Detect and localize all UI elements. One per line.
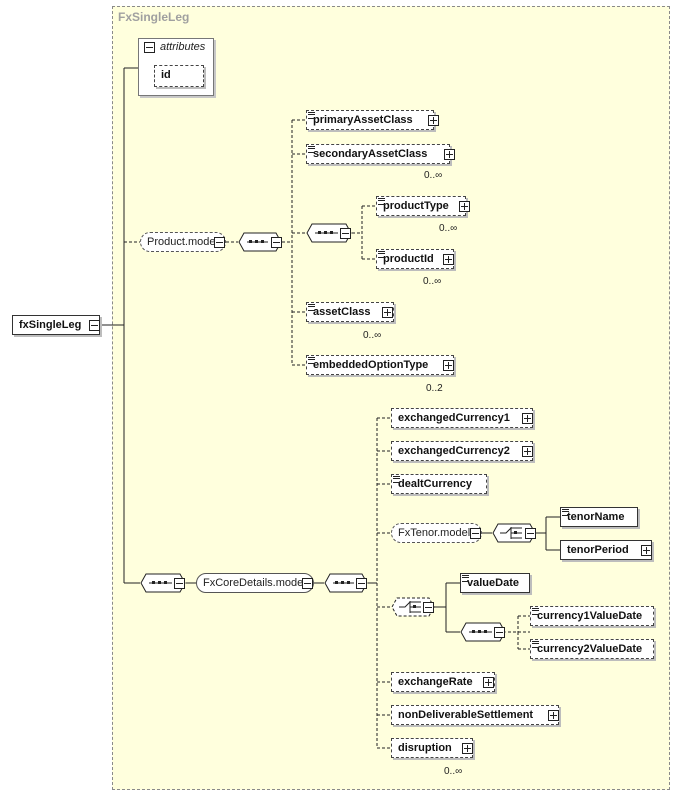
element-label: productId: [383, 253, 434, 265]
collapse-icon[interactable]: [302, 578, 313, 589]
element-label: currency2ValueDate: [537, 643, 643, 655]
element-asset-class[interactable]: assetClass: [306, 302, 394, 322]
element-label: tenorName: [567, 511, 625, 523]
element-label: exchangeRate: [398, 676, 473, 688]
occurrence-label: 0..∞: [363, 330, 382, 341]
element-embedded-option-type[interactable]: embeddedOptionType: [306, 355, 454, 375]
element-label: assetClass: [313, 306, 371, 318]
element-secondary-asset-class[interactable]: secondaryAssetClass: [306, 144, 450, 164]
expand-icon[interactable]: [444, 149, 455, 160]
attribute-id[interactable]: id: [154, 65, 204, 87]
element-currency1-value-date[interactable]: currency1ValueDate: [530, 606, 654, 626]
root-element-label: fxSingleLeg: [19, 319, 82, 331]
group-fx-tenor-label: FxTenor.model: [398, 527, 471, 539]
expand-icon[interactable]: [382, 307, 393, 318]
element-exchanged-currency1[interactable]: exchangedCurrency1: [391, 408, 533, 428]
element-product-id[interactable]: productId: [376, 249, 454, 269]
element-label: valueDate: [467, 577, 519, 589]
element-label: nonDeliverableSettlement: [398, 709, 534, 721]
annotation-icon: [308, 112, 315, 119]
annotation-icon: [562, 509, 569, 516]
group-fx-tenor-model[interactable]: FxTenor.model: [391, 523, 482, 543]
element-label: secondaryAssetClass: [313, 148, 428, 160]
annotation-icon: [378, 251, 385, 258]
group-fx-core-details-label: FxCoreDetails.model: [203, 577, 306, 589]
sequence-compositor-icon: [238, 232, 282, 252]
element-currency2-value-date[interactable]: currency2ValueDate: [530, 639, 654, 659]
expand-icon[interactable]: [443, 360, 454, 371]
frame-title: FxSingleLeg: [118, 10, 190, 24]
expand-icon[interactable]: [459, 201, 470, 212]
element-label: productType: [383, 200, 449, 212]
element-primary-asset-class[interactable]: primaryAssetClass: [306, 110, 434, 130]
element-label: tenorPeriod: [567, 544, 629, 556]
collapse-icon[interactable]: [470, 528, 481, 539]
collapse-icon[interactable]: [214, 237, 225, 248]
expand-icon[interactable]: [462, 743, 473, 754]
occurrence-label: 0..∞: [439, 223, 458, 234]
group-product-model[interactable]: Product.model: [140, 232, 226, 252]
annotation-icon: [393, 476, 400, 483]
occurrence-label: 0..∞: [444, 766, 463, 777]
annotation-icon: [308, 146, 315, 153]
occurrence-label: 0..∞: [423, 276, 442, 287]
expand-icon[interactable]: [483, 677, 494, 688]
annotation-icon: [378, 198, 385, 205]
choice-compositor-icon: [492, 523, 536, 543]
expand-icon[interactable]: [522, 446, 533, 457]
collapse-icon[interactable]: [340, 228, 351, 239]
annotation-icon: [532, 641, 539, 648]
occurrence-label: 0..∞: [424, 170, 443, 181]
expand-icon[interactable]: [522, 413, 533, 424]
expand-icon[interactable]: [428, 115, 439, 126]
element-dealt-currency[interactable]: dealtCurrency: [391, 474, 487, 494]
collapse-icon[interactable]: [144, 42, 155, 53]
expand-icon[interactable]: [641, 545, 652, 556]
element-label: currency1ValueDate: [537, 610, 643, 622]
expand-icon[interactable]: [443, 254, 454, 265]
element-label: exchangedCurrency1: [398, 412, 510, 424]
annotation-icon: [308, 304, 315, 311]
element-label: disruption: [398, 742, 452, 754]
collapse-icon[interactable]: [525, 528, 536, 539]
collapse-icon[interactable]: [89, 320, 100, 331]
annotation-icon: [308, 357, 315, 364]
element-value-date[interactable]: valueDate: [460, 573, 530, 593]
collapse-icon[interactable]: [271, 237, 282, 248]
annotation-icon: [532, 608, 539, 615]
complex-type-frame: [112, 6, 670, 790]
element-tenor-name[interactable]: tenorName: [560, 507, 638, 527]
group-product-model-label: Product.model: [147, 236, 218, 248]
element-product-type[interactable]: productType: [376, 196, 466, 216]
element-exchange-rate[interactable]: exchangeRate: [391, 672, 495, 692]
annotation-icon: [462, 575, 469, 582]
element-label: embeddedOptionType: [313, 359, 429, 371]
group-fx-core-details-model[interactable]: FxCoreDetails.model: [196, 573, 314, 593]
collapse-icon[interactable]: [494, 627, 505, 638]
element-label: exchangedCurrency2: [398, 445, 510, 457]
element-non-deliverable-settlement[interactable]: nonDeliverableSettlement: [391, 705, 559, 725]
element-tenor-period[interactable]: tenorPeriod: [560, 540, 652, 560]
element-label: dealtCurrency: [398, 478, 472, 490]
attributes-title: attributes: [160, 41, 206, 53]
attribute-id-label: id: [161, 69, 171, 81]
collapse-icon[interactable]: [174, 578, 185, 589]
element-exchanged-currency2[interactable]: exchangedCurrency2: [391, 441, 533, 461]
element-label: primaryAssetClass: [313, 114, 413, 126]
root-element-fxsingleleg[interactable]: fxSingleLeg: [12, 315, 100, 335]
expand-icon[interactable]: [548, 710, 559, 721]
collapse-icon[interactable]: [356, 578, 367, 589]
occurrence-label: 0..2: [426, 383, 443, 394]
element-disruption[interactable]: disruption: [391, 738, 473, 758]
collapse-icon[interactable]: [423, 602, 434, 613]
